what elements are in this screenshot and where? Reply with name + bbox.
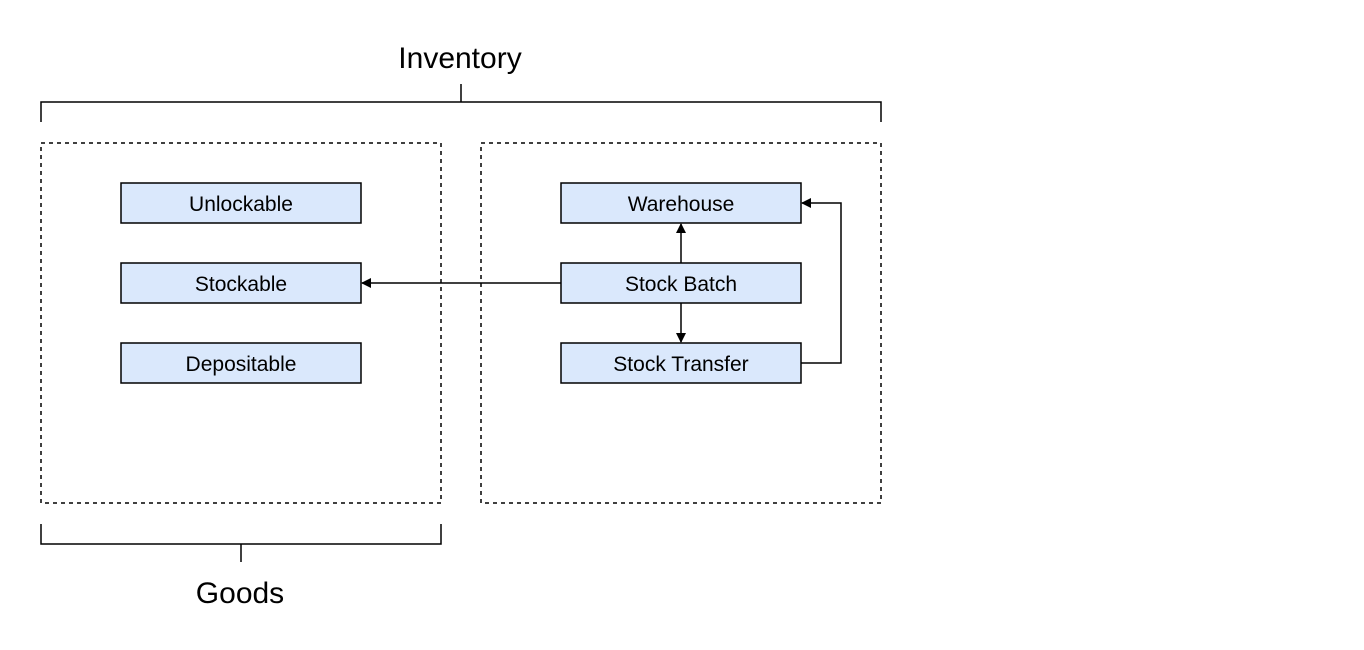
node-stock-transfer-label: Stock Transfer <box>613 353 748 376</box>
node-stock-batch[interactable]: Stock Batch <box>560 262 802 304</box>
goods-label: Goods <box>196 577 284 610</box>
inventory-items-container <box>480 142 882 504</box>
goods-bracket <box>40 524 442 562</box>
node-depositable[interactable]: Depositable <box>120 342 362 384</box>
node-warehouse-label: Warehouse <box>628 193 735 216</box>
inventory-bracket <box>40 84 882 122</box>
node-depositable-label: Depositable <box>186 353 297 376</box>
edge-stock-transfer-to-warehouse <box>801 198 842 364</box>
node-stock-batch-label: Stock Batch <box>625 273 737 296</box>
node-stock-transfer[interactable]: Stock Transfer <box>560 342 802 384</box>
node-stockable[interactable]: Stockable <box>120 262 362 304</box>
node-unlockable-label: Unlockable <box>189 193 293 216</box>
node-warehouse[interactable]: Warehouse <box>560 182 802 224</box>
goods-container <box>40 142 442 504</box>
node-stockable-label: Stockable <box>195 273 287 296</box>
node-unlockable[interactable]: Unlockable <box>120 182 362 224</box>
inventory-label: Inventory <box>398 42 521 75</box>
